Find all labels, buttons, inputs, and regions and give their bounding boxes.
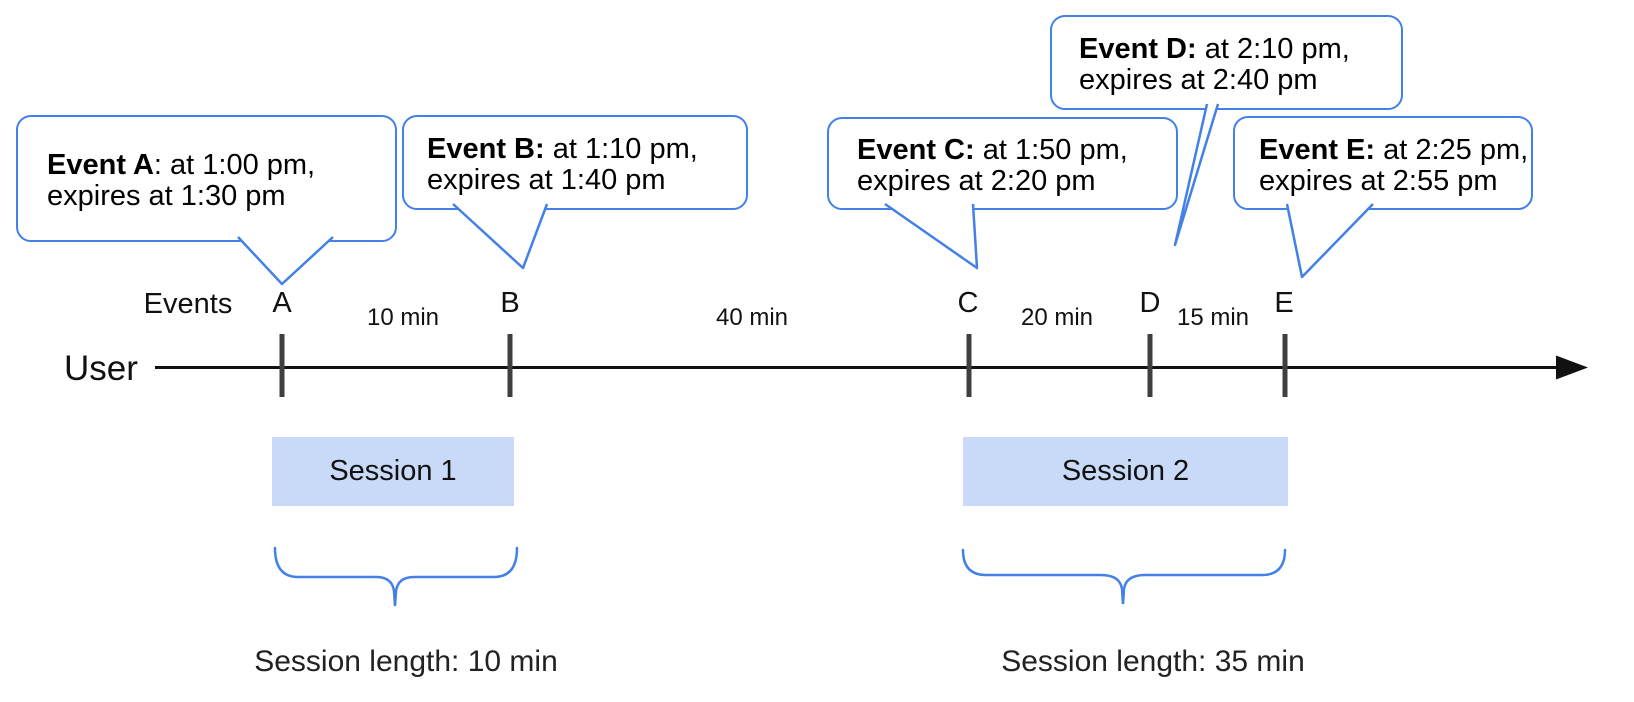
event-b-line1: Event B: at 1:10 pm, xyxy=(427,134,746,165)
event-label-e: E xyxy=(1274,287,1294,319)
event-c-callout: Event C: at 1:50 pm, expires at 2:20 pm xyxy=(827,117,1178,210)
event-d-line1: Event D: at 2:10 pm, xyxy=(1079,34,1401,65)
event-e-line1: Event E: at 2:25 pm, xyxy=(1259,135,1531,166)
event-a-title: Event A xyxy=(47,149,154,181)
event-c-line2: expires at 2:20 pm xyxy=(857,165,1096,197)
session-1-label: Session 1 xyxy=(329,455,457,487)
event-c-line1: Event C: at 1:50 pm, xyxy=(857,135,1176,166)
event-e-time: at 2:25 pm, xyxy=(1375,134,1529,166)
interval-b-c-label: 40 min xyxy=(715,304,789,331)
event-d-title: Event D: xyxy=(1079,33,1197,65)
event-label-d: D xyxy=(1139,287,1161,319)
user-axis-label: User xyxy=(64,349,138,388)
events-axis-label: Events xyxy=(143,288,233,320)
event-c-title: Event C: xyxy=(857,134,975,166)
event-b-time: at 1:10 pm, xyxy=(544,133,698,165)
event-d-callout-tail xyxy=(1173,103,1220,247)
event-e-line2: expires at 2:55 pm xyxy=(1259,165,1498,197)
event-a-time: : at 1:00 pm, xyxy=(153,149,316,181)
event-label-c: C xyxy=(957,287,979,319)
event-e-callout-tail xyxy=(1285,203,1374,279)
event-d-callout: Event D: at 2:10 pm, expires at 2:40 pm xyxy=(1050,15,1403,110)
session-1-length-label: Session length: 10 min xyxy=(254,645,558,678)
event-a-callout: Event A: at 1:00 pm, expires at 1:30 pm xyxy=(16,115,397,242)
session-2-box: Session 2 xyxy=(963,437,1288,506)
event-c-time: at 1:50 pm, xyxy=(974,134,1128,166)
event-e-callout: Event E: at 2:25 pm, expires at 2:55 pm xyxy=(1233,116,1533,210)
session-2-length-label: Session length: 35 min xyxy=(1001,645,1305,678)
event-a-line2: expires at 1:30 pm xyxy=(47,180,286,212)
event-d-line2: expires at 2:40 pm xyxy=(1079,64,1318,96)
event-b-callout-tail xyxy=(452,203,549,270)
event-e-title: Event E: xyxy=(1259,134,1376,166)
interval-d-e-label: 15 min xyxy=(1176,304,1250,331)
event-label-b: B xyxy=(500,287,520,319)
interval-a-b-label: 10 min xyxy=(366,304,440,331)
session-1-box: Session 1 xyxy=(272,437,514,506)
event-d-time: at 2:10 pm, xyxy=(1196,33,1350,65)
session-1-brace xyxy=(273,546,519,607)
event-a-line1: Event A: at 1:00 pm, xyxy=(47,150,395,181)
event-a-callout-tail xyxy=(237,236,334,286)
event-label-a: A xyxy=(272,287,292,319)
interval-c-d-label: 20 min xyxy=(1020,304,1094,331)
session-2-label: Session 2 xyxy=(1061,455,1190,487)
event-b-title: Event B: xyxy=(427,133,545,165)
event-b-callout: Event B: at 1:10 pm, expires at 1:40 pm xyxy=(402,115,748,210)
event-c-callout-tail xyxy=(884,202,979,270)
session-2-brace xyxy=(961,548,1287,605)
timeline-arrowhead-icon xyxy=(1556,355,1588,380)
event-b-line2: expires at 1:40 pm xyxy=(427,164,666,196)
